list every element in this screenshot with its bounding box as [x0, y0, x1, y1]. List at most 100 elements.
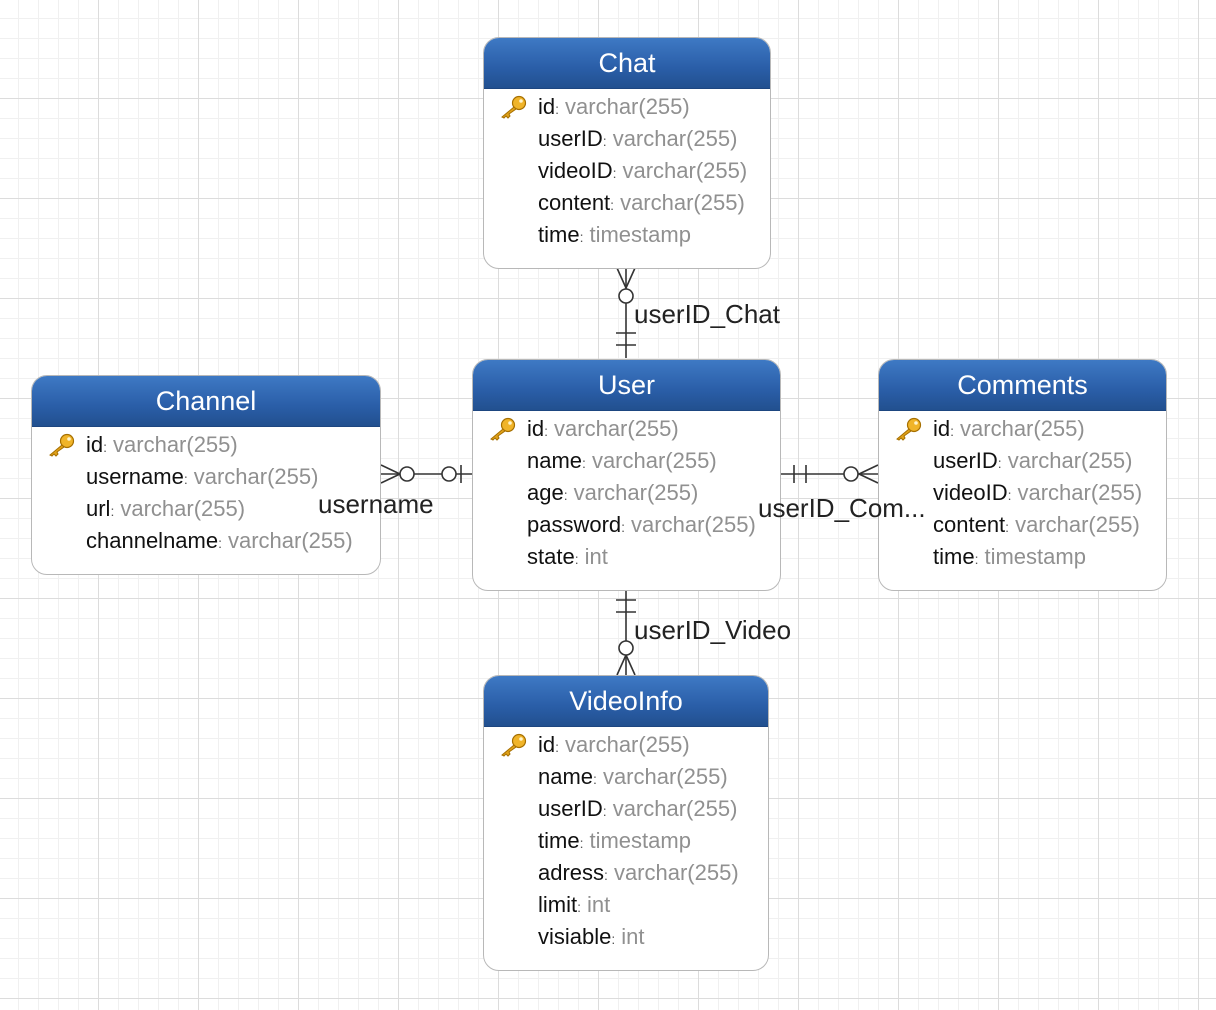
field-name: userID	[538, 126, 603, 151]
field-name: videoID	[538, 158, 613, 183]
field-type: varchar(255)	[554, 416, 679, 441]
field-type: varchar(255)	[193, 464, 319, 489]
field-type: varchar(255)	[591, 448, 717, 473]
field-separator: :	[582, 455, 586, 471]
field-separator: :	[579, 835, 584, 851]
field-type: timestamp	[589, 222, 691, 247]
field-type: varchar(255)	[1017, 480, 1143, 505]
field-type: timestamp	[589, 828, 691, 853]
field-separator: :	[574, 551, 579, 567]
field-row[interactable]: content: varchar(255)	[484, 187, 770, 219]
field-separator: :	[1007, 487, 1012, 503]
field-row[interactable]: visiable:int	[484, 921, 768, 953]
entity-videoinfo[interactable]: VideoInfo id:varchar(255)name:varchar(25…	[483, 675, 769, 971]
field-separator: :	[593, 771, 597, 787]
primary-key-icon	[487, 417, 517, 441]
connector-chat-user[interactable]	[616, 267, 636, 358]
relationship-label-userid-video[interactable]: userID_Video	[634, 615, 792, 645]
field-name: adress	[538, 860, 605, 885]
field-separator: :	[103, 439, 108, 455]
field-separator: :	[602, 803, 607, 819]
field-name: password	[527, 512, 622, 537]
field-name: videoID	[933, 480, 1008, 505]
field-row[interactable]: channelname:varchar(255)	[32, 525, 380, 557]
field-type: varchar(255)	[120, 496, 246, 521]
field-name: id	[527, 416, 545, 441]
field-name: limit	[538, 892, 578, 917]
field-type: varchar(255)	[613, 860, 739, 885]
field-name: time	[538, 828, 580, 853]
field-row[interactable]: name:varchar(255)	[484, 761, 768, 793]
field-row[interactable]: userID:varchar(255)	[484, 123, 770, 155]
relationship-label-userid-comments[interactable]: userID_Com...	[758, 493, 926, 523]
field-row[interactable]: userID:varchar(255)	[484, 793, 768, 825]
connector-user-videoinfo[interactable]	[616, 590, 636, 676]
field-name: userID	[538, 796, 603, 821]
entity-comments[interactable]: Comments id:varchar(255)userID:varchar(2…	[878, 359, 1167, 591]
connector-user-comments[interactable]	[781, 464, 879, 484]
field-type: varchar(255)	[1007, 448, 1133, 473]
field-type: timestamp	[984, 544, 1086, 569]
connector-channel-user[interactable]	[380, 464, 472, 484]
field-row[interactable]: password:varchar(255)	[473, 509, 780, 541]
field-row[interactable]: username: varchar(255)	[32, 461, 380, 493]
primary-key-icon	[498, 95, 528, 119]
entity-chat[interactable]: Chat id:varchar(255)userID:varchar(255)v…	[483, 37, 771, 269]
entity-title: User	[473, 360, 780, 411]
field-separator: :	[183, 471, 188, 487]
field-type: varchar(255)	[622, 158, 748, 183]
field-name: time	[933, 544, 975, 569]
entity-fields: id:varchar(255)userID:varchar(255)videoI…	[484, 89, 770, 251]
field-row[interactable]: id:varchar(255)	[484, 729, 768, 761]
field-row[interactable]: limit:int	[484, 889, 768, 921]
field-separator: :	[611, 931, 616, 947]
field-row[interactable]: id:varchar(255)	[473, 413, 780, 445]
primary-key-icon	[46, 433, 76, 457]
entity-fields: id:varchar(255)username:varchar(255)url:…	[32, 427, 380, 557]
field-row[interactable]: id:varchar(255)	[879, 413, 1166, 445]
field-row[interactable]: url:varchar(255)	[32, 493, 380, 525]
field-row[interactable]: videoID: varchar(255)	[484, 155, 770, 187]
field-separator: :	[577, 899, 581, 915]
field-name: content	[538, 190, 611, 215]
field-row[interactable]: state: int	[473, 541, 780, 573]
primary-key-icon	[498, 733, 528, 757]
field-row[interactable]: time: timestamp	[879, 541, 1166, 573]
entity-channel[interactable]: Channel id:varchar(255)username:varchar(…	[31, 375, 381, 575]
field-name: time	[538, 222, 580, 247]
field-row[interactable]: id: varchar(255)	[32, 429, 380, 461]
field-separator: :	[610, 197, 615, 213]
field-name: content	[933, 512, 1006, 537]
field-type: varchar(255)	[573, 480, 699, 505]
field-separator: :	[612, 165, 617, 181]
field-row[interactable]: time: timestamp	[484, 825, 768, 857]
field-type: int	[584, 544, 608, 569]
field-type: varchar(255)	[113, 432, 238, 457]
field-row[interactable]: adress:varchar(255)	[484, 857, 768, 889]
field-row[interactable]: id:varchar(255)	[484, 91, 770, 123]
field-type: varchar(255)	[1015, 512, 1140, 537]
relationship-label-username[interactable]: username	[318, 489, 434, 519]
field-name: username	[86, 464, 184, 489]
field-row[interactable]: name: varchar(255)	[473, 445, 780, 477]
field-separator: :	[974, 551, 979, 567]
field-name: id	[538, 732, 556, 757]
field-name: id	[86, 432, 104, 457]
field-row[interactable]: userID:varchar(255)	[879, 445, 1166, 477]
field-row[interactable]: videoID: varchar(255)	[879, 477, 1166, 509]
field-row[interactable]: time:timestamp	[484, 219, 770, 251]
field-type: varchar(255)	[228, 528, 353, 553]
primary-key-icon	[893, 417, 923, 441]
field-separator: :	[997, 455, 1002, 471]
entity-user[interactable]: User id:varchar(255)name:varchar(255)age…	[472, 359, 781, 591]
field-separator: :	[621, 519, 626, 535]
relationship-label-userid-chat[interactable]: userID_Chat	[634, 299, 780, 329]
field-name: name	[527, 448, 583, 473]
field-type: varchar(255)	[620, 190, 745, 215]
field-row[interactable]: content: varchar(255)	[879, 509, 1166, 541]
entity-fields: id:varchar(255)name:varchar(255)age:varc…	[473, 411, 780, 573]
field-row[interactable]: age:varchar(255)	[473, 477, 780, 509]
entity-title: Comments	[879, 360, 1166, 411]
field-separator: :	[1005, 519, 1010, 535]
field-name: state	[527, 544, 575, 569]
